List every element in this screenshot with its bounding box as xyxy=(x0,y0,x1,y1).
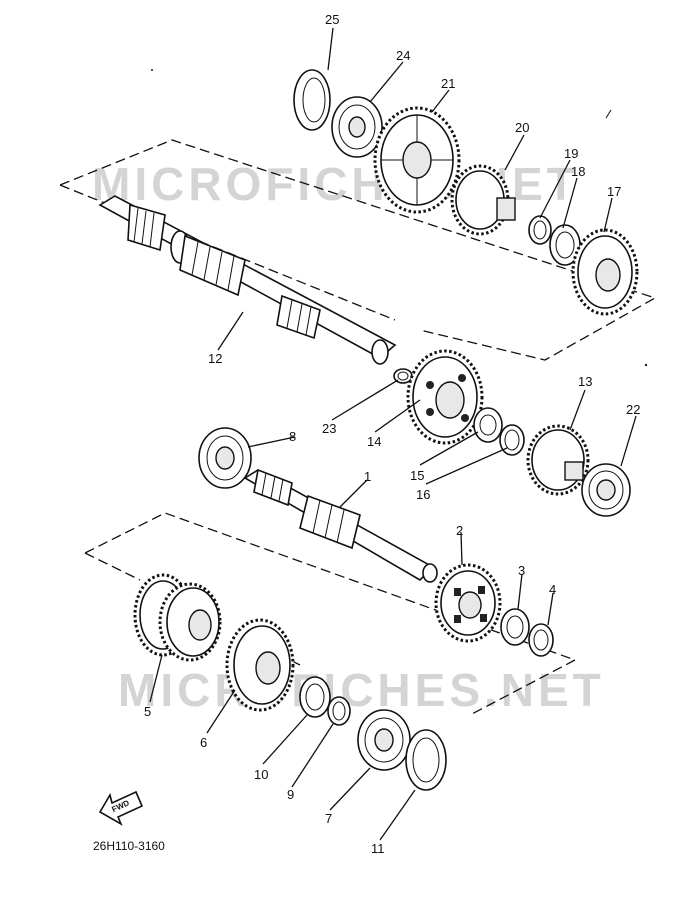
part-label-10: 10 xyxy=(254,767,268,782)
part-label-3: 3 xyxy=(518,563,525,578)
part-label-5: 5 xyxy=(144,704,151,719)
gear-17 xyxy=(571,228,639,316)
circlip-25 xyxy=(293,69,331,131)
bearing-24 xyxy=(331,96,383,158)
washer-10 xyxy=(299,676,331,718)
diagram-code: 26H110-3160 xyxy=(93,839,165,853)
washer-15 xyxy=(473,407,503,443)
gear-13 xyxy=(526,424,590,496)
bearing-22 xyxy=(581,463,631,517)
part-label-16: 16 xyxy=(416,487,430,502)
part-label-11: 11 xyxy=(371,841,385,856)
part-label-17: 17 xyxy=(607,184,621,199)
drive-axle-1 xyxy=(198,427,438,583)
part-label-25: 25 xyxy=(325,12,339,27)
part-label-4: 4 xyxy=(549,582,556,597)
part-label-14: 14 xyxy=(367,434,381,449)
part-label-23: 23 xyxy=(322,421,336,436)
circlip-11 xyxy=(405,729,447,791)
part-label-2: 2 xyxy=(456,523,463,538)
part-label-9: 9 xyxy=(287,787,294,802)
circlip-9 xyxy=(327,696,351,726)
forward-arrow-icon: FWD xyxy=(98,790,144,826)
part-label-6: 6 xyxy=(200,735,207,750)
gear-20 xyxy=(450,164,516,236)
gear-14 xyxy=(406,349,484,445)
gear-6 xyxy=(225,618,295,712)
part-label-18: 18 xyxy=(571,164,585,179)
part-label-24: 24 xyxy=(396,48,410,63)
leader-lines xyxy=(149,27,637,841)
washer-3 xyxy=(500,608,530,646)
part-label-1: 1 xyxy=(364,469,371,484)
part-label-15: 15 xyxy=(410,468,424,483)
watermark-bottom: MICROFICHES.NET xyxy=(118,664,605,716)
circlip-4 xyxy=(528,623,554,657)
part-label-21: 21 xyxy=(441,76,455,91)
bearing-7 xyxy=(357,709,411,771)
circlip-16 xyxy=(499,424,525,456)
part-label-13: 13 xyxy=(578,374,592,389)
gear-21 xyxy=(373,106,461,214)
main-axle-12 xyxy=(98,195,397,365)
part-label-7: 7 xyxy=(325,811,332,826)
part-label-22: 22 xyxy=(626,402,640,417)
part-label-8: 8 xyxy=(289,429,296,444)
part-label-19: 19 xyxy=(564,146,578,161)
circlip-19 xyxy=(528,215,552,245)
part-label-12: 12 xyxy=(208,351,222,366)
washer-18 xyxy=(549,224,581,266)
gear-5 xyxy=(133,573,222,662)
gear-2 xyxy=(434,563,502,643)
part-label-20: 20 xyxy=(515,120,529,135)
